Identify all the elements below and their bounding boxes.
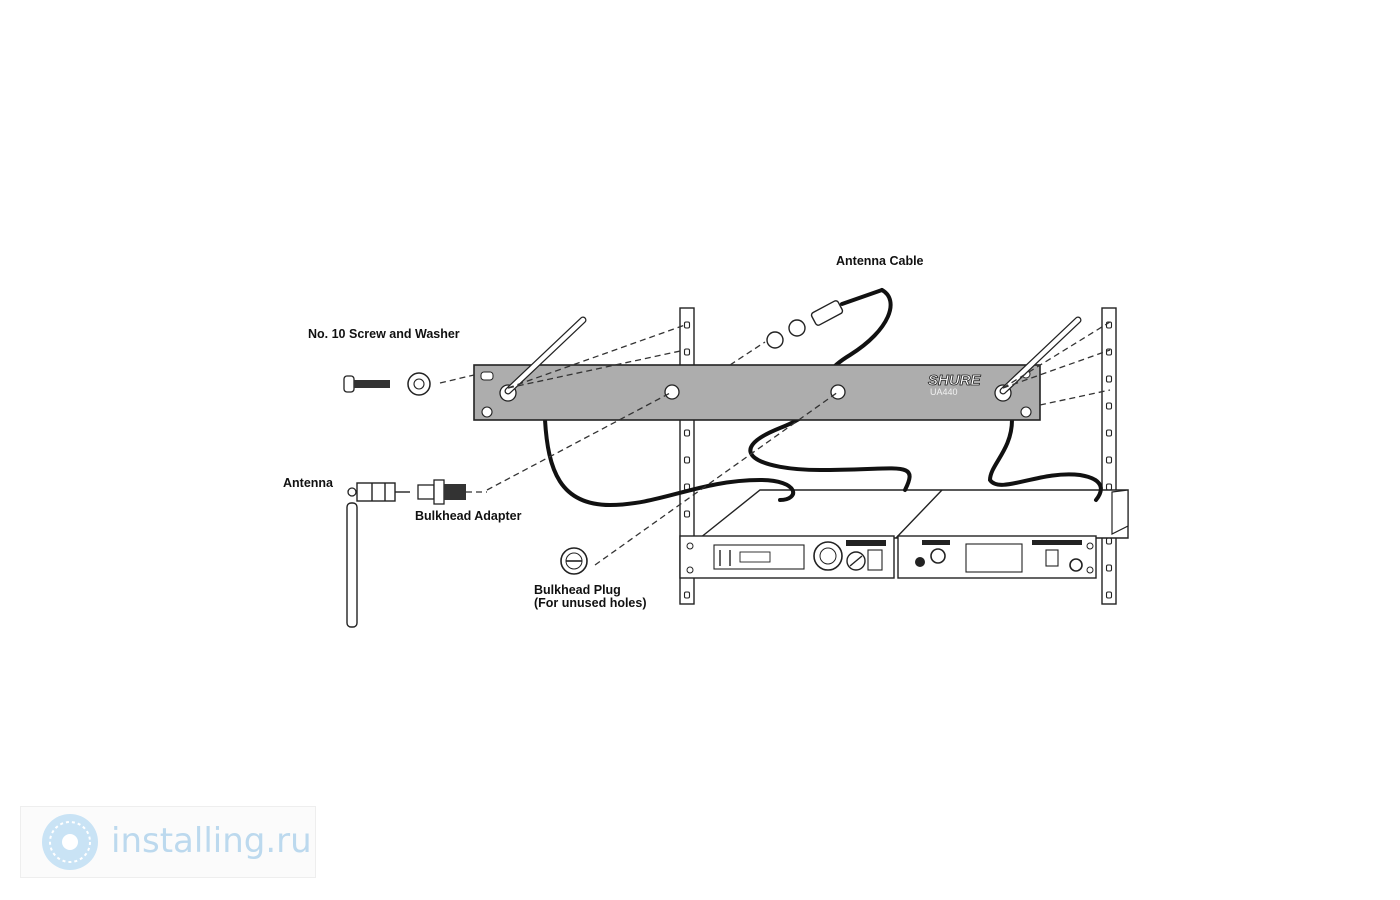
antenna-cable-right [987, 418, 1103, 502]
rail-hole [1105, 402, 1113, 410]
rail-hole [683, 348, 691, 356]
rail-hole [683, 510, 691, 518]
installing-logo-icon [42, 814, 98, 870]
mounted-antenna-right [999, 316, 1082, 395]
rail-hole [683, 321, 691, 329]
watermark: installing.ru [20, 806, 316, 878]
washer-icon [407, 372, 431, 396]
antenna-cable-left [543, 418, 796, 508]
panel-brand: SHURE [928, 372, 982, 389]
bulkhead-hole-center-left [664, 384, 680, 400]
bulkhead-plug-icon [560, 547, 588, 575]
bulkhead-hole-center-right [830, 384, 846, 400]
rail-hole [1105, 591, 1113, 599]
rail-hole [1105, 483, 1113, 491]
label-screw-washer: No. 10 Screw and Washer [308, 327, 460, 341]
mounted-antenna-left [504, 316, 587, 395]
bulkhead-adapter-icon [417, 479, 487, 505]
cable-nut-icon [766, 319, 806, 349]
label-bulkhead-plug: Bulkhead Plug [534, 583, 621, 597]
rail-hole [1105, 564, 1113, 572]
antenna-icon [346, 482, 410, 628]
label-antenna-cable: Antenna Cable [836, 254, 924, 268]
assembly-guide-lines [439, 321, 1111, 566]
rail-hole [683, 456, 691, 464]
rail-hole [1105, 456, 1113, 464]
rail-hole [1105, 375, 1113, 383]
label-bulkhead-adapter: Bulkhead Adapter [415, 509, 522, 523]
rail-hole [1105, 537, 1113, 545]
cable-connector-icon [810, 288, 884, 326]
screw-icon [343, 375, 390, 393]
panel-model: UA440 [930, 387, 958, 397]
antenna-cable-main [748, 288, 912, 492]
receiver-unit-left [679, 535, 895, 579]
receiver-shelf [698, 489, 1129, 539]
rack-rail-right [1101, 307, 1117, 605]
rail-hole [1105, 429, 1113, 437]
watermark-text: installing.ru [111, 821, 312, 861]
label-antenna: Antenna [283, 476, 334, 490]
rail-hole [683, 429, 691, 437]
rail-hole [683, 591, 691, 599]
label-bulkhead-plug-note: (For unused holes) [534, 596, 647, 610]
receiver-unit-right [897, 535, 1097, 579]
rack-front-panel: SHURE UA440 [473, 364, 1041, 421]
